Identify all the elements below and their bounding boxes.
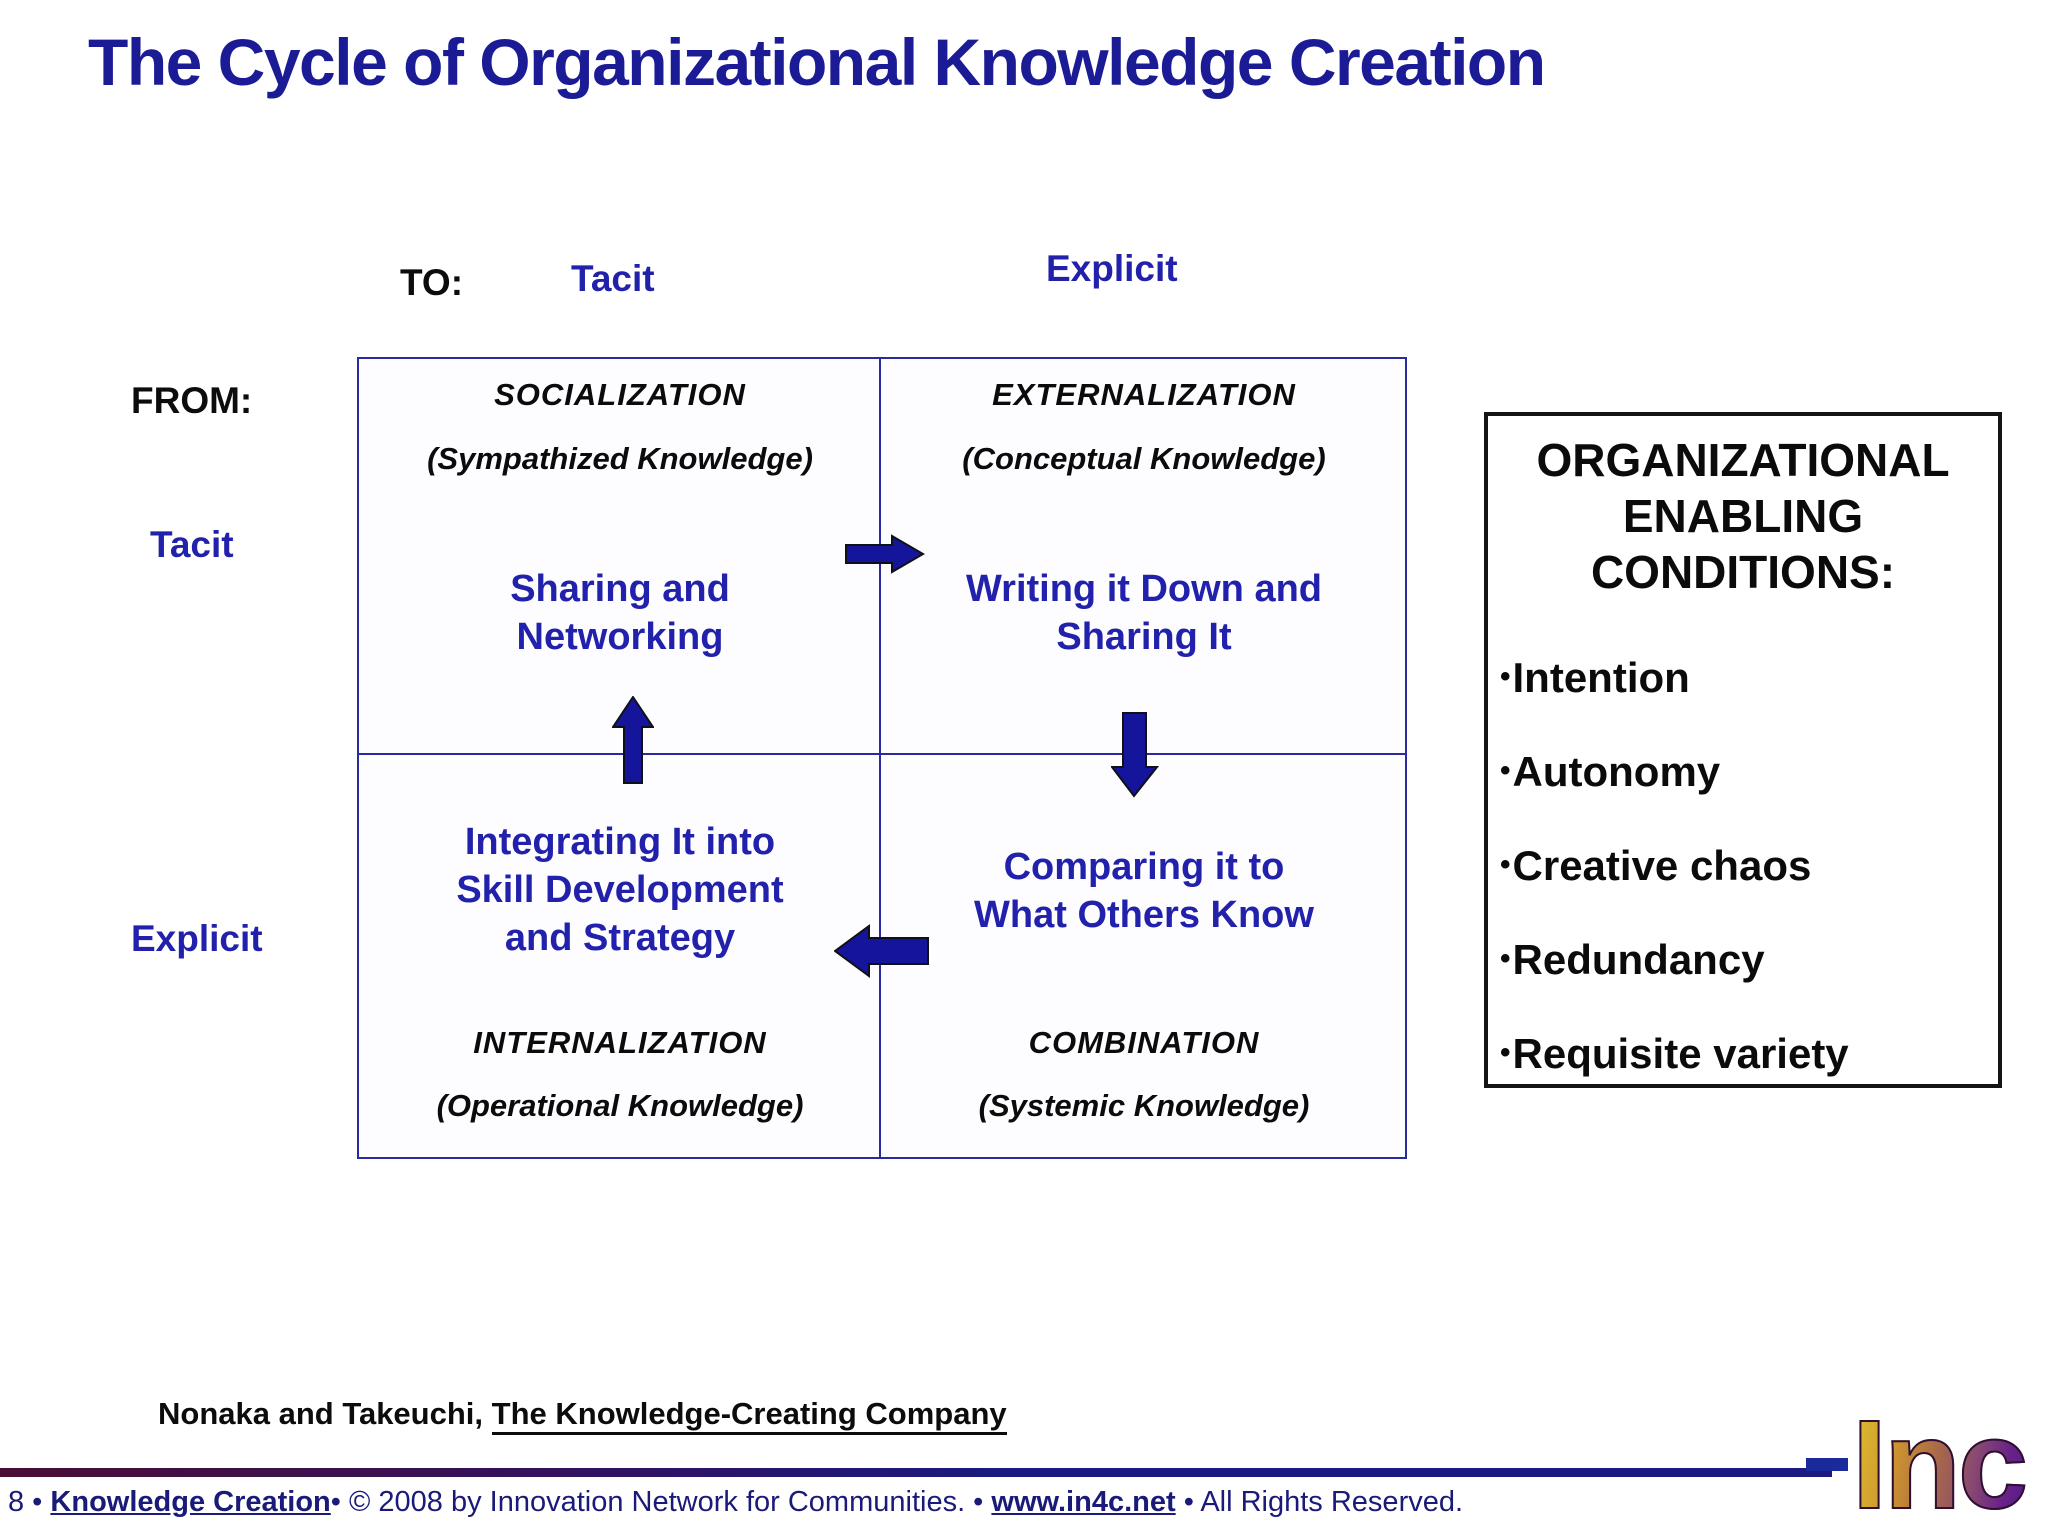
list-item: Intention (1500, 652, 1998, 703)
inc-logo: Inc (1851, 1394, 2029, 1535)
list-item: Creative chaos (1500, 840, 1998, 891)
quadrant-socialization-name: SOCIALIZATION (494, 377, 746, 412)
quadrant-socialization-action: Sharing and Networking (359, 565, 881, 661)
heading-line: ORGANIZATIONAL (1536, 434, 1950, 486)
heading-line: CONDITIONS: (1590, 546, 1896, 599)
footer-page-number: 8 • (8, 1486, 51, 1518)
arrow-down-icon (1111, 712, 1159, 798)
axis-from-explicit: Explicit (131, 918, 263, 959)
enabling-conditions-heading: ORGANIZATIONAL ENABLING CONDITIONS: (1494, 432, 1992, 600)
action-line: and Strategy (504, 917, 736, 959)
quadrant-combination-knowledge: (Systemic Knowledge) (978, 1088, 1310, 1123)
quadrant-internalization-action: Integrating It into Skill Development an… (359, 818, 881, 962)
axis-to-explicit: Explicit (1046, 248, 1178, 289)
action-line: Comparing it to (1003, 846, 1285, 888)
axis-to-label: TO: (400, 262, 464, 303)
page-title: The Cycle of Organizational Knowledge Cr… (88, 25, 1546, 99)
action-line: What Others Know (974, 894, 1314, 936)
matrix-vertical-divider (879, 359, 881, 1157)
footer-divider-bar (0, 1468, 1832, 1477)
arrow-up-icon (612, 696, 654, 784)
axis-from-label: FROM: (131, 380, 253, 421)
action-line: Skill Development (456, 869, 784, 911)
quadrant-externalization-knowledge: (Conceptual Knowledge) (962, 441, 1326, 476)
citation: Nonaka and Takeuchi, The Knowledge-Creat… (158, 1396, 1007, 1435)
citation-authors: Nonaka and Takeuchi, (158, 1396, 492, 1431)
arrow-right-icon (845, 534, 925, 574)
footer-website-link[interactable]: www.in4c.net (991, 1486, 1176, 1518)
action-line: Sharing and (510, 568, 730, 610)
heading-line: ENABLING (1622, 490, 1864, 543)
matrix-horizontal-divider (359, 753, 1405, 755)
quadrant-socialization-knowledge: (Sympathized Knowledge) (427, 441, 813, 476)
footer-deck-title: Knowledge Creation (50, 1486, 331, 1518)
quadrant-internalization-knowledge: (Operational Knowledge) (436, 1088, 804, 1123)
list-item: Autonomy (1500, 746, 1998, 797)
citation-work-title: The Knowledge-Creating Company (491, 1396, 1007, 1435)
footer-rights: • All Rights Reserved. (1175, 1486, 1464, 1518)
quadrant-combination-action: Comparing it to What Others Know (883, 843, 1405, 939)
logo-dash (1806, 1458, 1848, 1471)
quadrant-combination-name: COMBINATION (1028, 1025, 1260, 1060)
quadrant-externalization-action: Writing it Down and Sharing It (883, 565, 1405, 661)
enabling-conditions-box: ORGANIZATIONAL ENABLING CONDITIONS: Inte… (1484, 412, 2002, 1088)
action-line: Writing it Down and (965, 568, 1323, 610)
action-line: Sharing It (1056, 616, 1232, 658)
list-item: Requisite variety (1500, 1028, 1998, 1079)
quadrant-externalization-name: EXTERNALIZATION (992, 377, 1296, 412)
footer-text: 8 • Knowledge Creation• © 2008 by Innova… (8, 1486, 1463, 1519)
enabling-conditions-list: Intention Autonomy Creative chaos Redund… (1488, 652, 1998, 1079)
quadrant-internalization-name: INTERNALIZATION (473, 1025, 767, 1060)
arrow-left-icon (834, 924, 929, 978)
axis-to-tacit: Tacit (571, 258, 655, 299)
action-line: Integrating It into (464, 821, 776, 863)
action-line: Networking (516, 616, 724, 658)
footer-copyright: • © 2008 by Innovation Network for Commu… (330, 1486, 992, 1518)
axis-from-tacit: Tacit (150, 524, 234, 565)
list-item: Redundancy (1500, 934, 1998, 985)
seci-matrix: SOCIALIZATION (Sympathized Knowledge) Sh… (357, 357, 1407, 1159)
